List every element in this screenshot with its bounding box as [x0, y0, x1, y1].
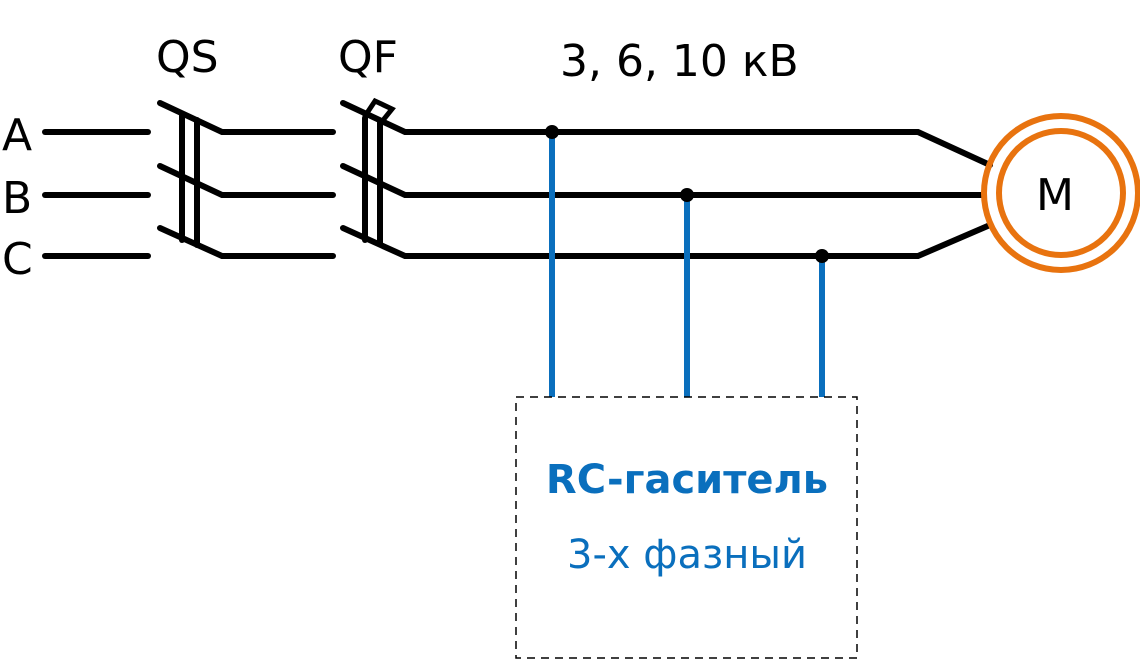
qs-disconnector — [157, 100, 336, 259]
junction-dots — [545, 125, 829, 263]
power-lines — [42, 97, 993, 259]
voltage-label: 3, 6, 10 кВ — [560, 36, 799, 87]
qf-label: QF — [338, 32, 398, 83]
phase-label-b: B — [2, 173, 33, 224]
phase-label-a: A — [2, 110, 33, 161]
motor-label: M — [1036, 170, 1074, 221]
snubber-subtitle: 3-х фазный — [567, 532, 807, 578]
snubber-taps — [549, 132, 825, 397]
motor-symbol — [981, 113, 1140, 273]
qs-label: QS — [156, 32, 219, 83]
rc-snubber-box — [515, 396, 858, 659]
phase-label-c: C — [2, 234, 33, 285]
snubber-title: RC-гаситель — [545, 457, 829, 503]
qf-breaker — [340, 97, 993, 259]
